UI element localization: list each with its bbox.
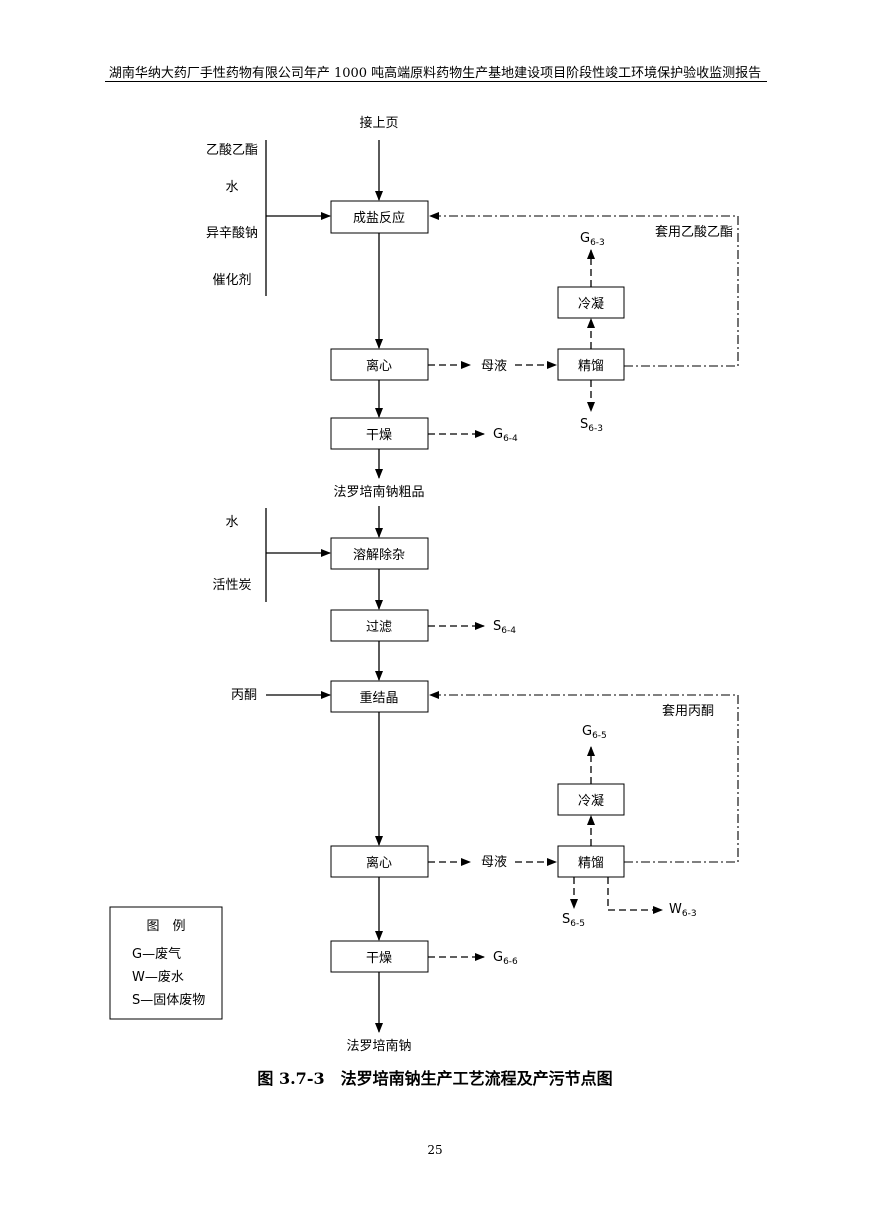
to-w63-arrow	[607, 877, 663, 914]
final-product-label: 法罗培南钠	[346, 1038, 411, 1054]
legend-box	[109, 906, 223, 1020]
recrystallize-label: 重结晶	[359, 690, 398, 706]
figure-caption: 图 3.7-3 法罗培南钠生产工艺流程及产污节点图	[257, 1069, 613, 1088]
distill2-label: 精馏	[578, 856, 604, 871]
input-activated-carbon: 活性炭	[212, 578, 251, 593]
dry1-box	[330, 417, 429, 450]
input-ethyl-acetate: 乙酸乙酯	[206, 143, 258, 158]
input-sodium-isooctanoate: 异辛酸钠	[206, 226, 258, 241]
input-water-2: 水	[225, 515, 238, 530]
header-rule	[105, 81, 767, 82]
legend-item-g: G—废气	[132, 946, 181, 962]
recycle-ethyl-acetate-label: 套用乙酸乙酯	[655, 224, 733, 240]
input-acetone: 丙酮	[231, 688, 257, 703]
emission-g66: G6-6	[493, 950, 518, 967]
emission-w63: W6-3	[669, 902, 697, 919]
page-number: 25	[427, 1143, 443, 1157]
centrifuge2-box	[330, 845, 429, 878]
filter-label: 过滤	[366, 620, 392, 635]
condense1-box	[557, 286, 625, 319]
input-catalyst: 催化剂	[212, 273, 251, 288]
dry2-box	[330, 940, 429, 973]
condense1-label: 冷凝	[578, 296, 604, 312]
emission-g63-top: G6-3	[580, 231, 605, 248]
input-water: 水	[225, 180, 238, 195]
dissolve-label: 溶解除杂	[353, 548, 405, 563]
mother-liquor1-label: 母液	[481, 359, 507, 374]
emission-g65-top: G6-5	[582, 724, 607, 741]
start-label: 接上页	[359, 115, 398, 131]
report-header: 湖南华纳大药厂手性药物有限公司年产 1000 吨高端原料药物生产基地建设项目阶段…	[108, 66, 762, 81]
recrystallize-box	[330, 680, 429, 713]
salt-reaction-box	[330, 200, 429, 234]
dry2-label: 干燥	[366, 951, 392, 966]
dissolve-box	[330, 537, 429, 570]
distill1-label: 精馏	[578, 359, 604, 374]
recycle-acetone-label: 套用丙酮	[662, 703, 714, 719]
filter-box	[330, 609, 429, 642]
legend-item-w: W—废水	[132, 969, 184, 985]
crude-product-label: 法罗培南钠粗品	[333, 484, 424, 500]
salt-reaction-label: 成盐反应	[353, 210, 405, 226]
emission-s64: S6-4	[493, 619, 516, 636]
centrifuge2-label: 离心	[366, 855, 392, 871]
legend-item-s: S—固体废物	[132, 992, 205, 1008]
condense2-label: 冷凝	[578, 793, 604, 809]
recycle-acetone-line	[429, 691, 739, 863]
mother-liquor2-label: 母液	[481, 855, 507, 870]
emission-g64: G6-4	[493, 427, 518, 444]
dry1-label: 干燥	[366, 428, 392, 443]
emission-s63: S6-3	[580, 417, 603, 434]
centrifuge1-label: 离心	[366, 358, 392, 374]
legend-title: 图 例	[146, 919, 185, 934]
recycle-ethyl-acetate-line	[429, 212, 739, 367]
emission-s65: S6-5	[562, 912, 585, 929]
